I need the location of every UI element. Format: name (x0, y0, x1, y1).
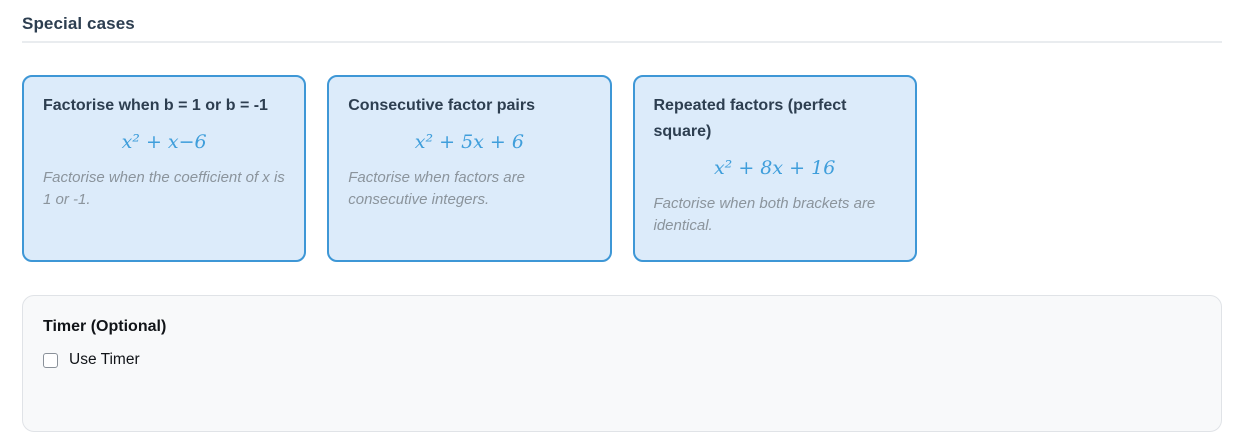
card-consecutive-factor-pairs[interactable]: Consecutive factor pairs x² + 5x + 6 Fac… (327, 75, 612, 262)
card-repeated-factors[interactable]: Repeated factors (perfect square) x² + 8… (632, 75, 917, 262)
use-timer-checkbox[interactable] (43, 352, 58, 368)
use-timer-row: Use Timer (43, 351, 1201, 369)
card-title: Consecutive factor pairs (348, 97, 535, 114)
card-description: Factorise when factors are consecutive i… (348, 169, 525, 208)
card-equation: x² + 5x + 6 (414, 131, 524, 153)
card-equation: x² + 8x + 16 (713, 157, 836, 179)
card-title: Factorise when b = 1 or b = -1 (43, 97, 268, 114)
timer-panel: Timer (Optional) Use Timer (22, 295, 1222, 432)
card-description: Factorise when both brackets are identic… (653, 195, 876, 234)
card-factorise-b-1[interactable]: Factorise when b = 1 or b = -1 x² + x−6 … (22, 75, 307, 262)
card-equation: x² + x−6 (121, 131, 207, 153)
section-title: Special cases (22, 14, 1222, 43)
special-cases-card-row: Factorise when b = 1 or b = -1 x² + x−6 … (22, 75, 1222, 262)
timer-panel-title: Timer (Optional) (43, 318, 167, 335)
card-title: Repeated factors (perfect square) (653, 97, 847, 140)
use-timer-label[interactable]: Use Timer (69, 351, 140, 368)
card-description: Factorise when the coefficient of x is 1… (43, 169, 285, 208)
